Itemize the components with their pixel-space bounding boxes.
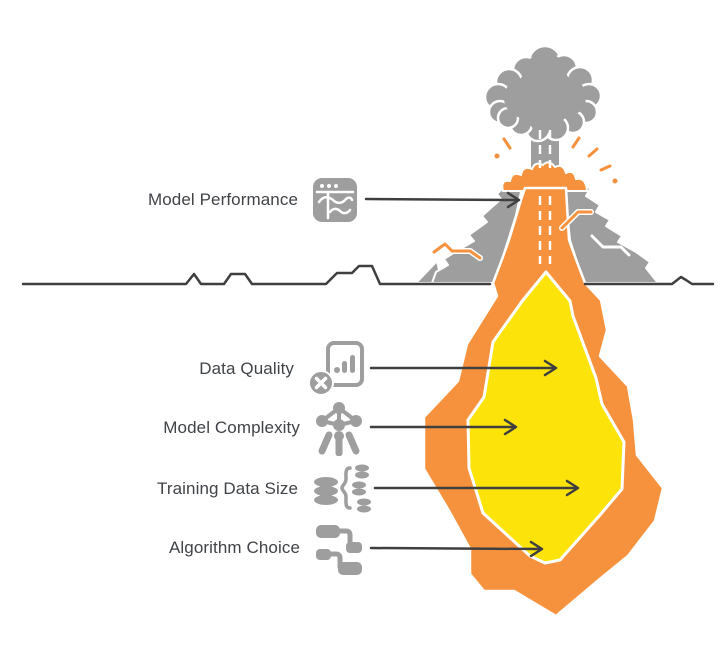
eruption-sparks <box>494 136 618 184</box>
flowchart-branch-icon <box>314 520 366 576</box>
database-brace-icon <box>312 460 374 518</box>
smoke-cloud-icon <box>483 44 603 143</box>
algorithm-choice-label: Algorithm Choice <box>168 538 300 557</box>
crater-rim <box>501 161 589 192</box>
vent-dashes <box>538 130 552 264</box>
label-row-algorithm-choice: Algorithm Choice <box>0 519 366 577</box>
training-data-size-label: Training Data Size <box>156 479 298 498</box>
label-row-training-data-size: Training Data Size <box>0 460 374 518</box>
arrow-model-performance <box>364 191 521 209</box>
arrow-data-quality <box>369 359 558 377</box>
arrow-algorithm-choice <box>369 540 544 558</box>
atomium-network-icon <box>314 400 364 456</box>
lava-cracks <box>431 209 631 261</box>
label-row-model-performance: Model Performance <box>0 171 358 229</box>
label-row-model-complexity: Model Complexity <box>0 399 364 457</box>
ground-line <box>21 264 715 286</box>
arrow-training-data-size <box>373 479 580 497</box>
file-x-barchart-icon <box>308 341 366 397</box>
model-complexity-label: Model Complexity <box>163 418 300 437</box>
arrow-model-complexity <box>369 418 518 436</box>
magma-core-inner <box>466 270 626 565</box>
label-row-data-quality: Data Quality <box>0 340 366 398</box>
data-quality-label: Data Quality <box>199 359 294 378</box>
performance-dashboard-icon <box>312 174 358 226</box>
model-performance-label: Model Performance <box>147 190 298 209</box>
